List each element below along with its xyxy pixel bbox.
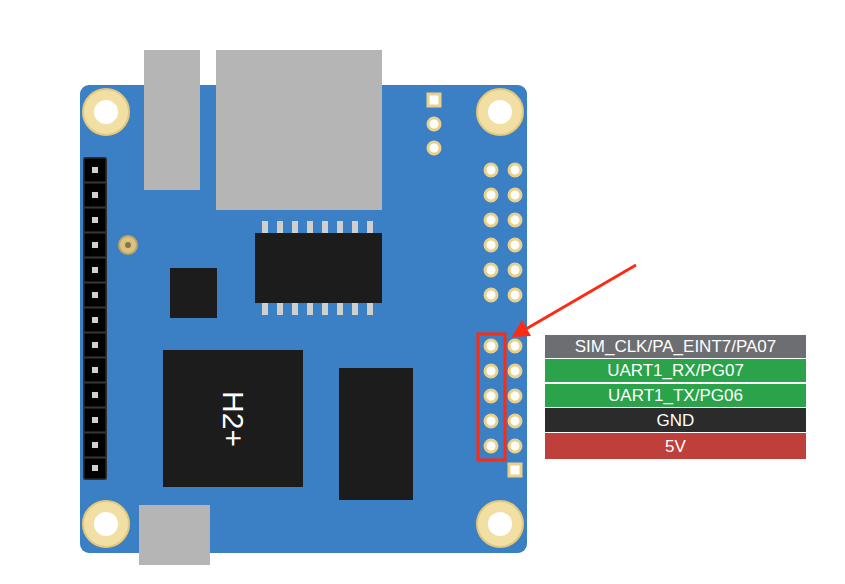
chip-label: H2+: [218, 391, 248, 447]
arrow-head: [512, 320, 531, 337]
pin-name: UART1_RX/PG07: [607, 362, 744, 379]
ram-chip: [339, 368, 413, 500]
ethernet-jack: [216, 50, 382, 210]
usb-port: [139, 505, 210, 565]
highlight-box: [478, 334, 505, 460]
flash-chip: [255, 221, 382, 315]
pin-label: SIM_CLK/PA_EINT7/PA07: [545, 335, 806, 358]
pin-label: UART1_RX/PG07: [545, 359, 806, 382]
pin-header: [83, 157, 107, 480]
pin-label: UART1_TX/PG06: [545, 384, 806, 407]
antenna-connector: [119, 236, 137, 254]
pad: [428, 118, 440, 130]
gpio-header: [485, 164, 521, 476]
mounting-hole: [83, 89, 129, 135]
pin-name: 5V: [665, 438, 686, 455]
pointer-arrow: [526, 265, 636, 329]
pin-label: GND: [545, 408, 806, 432]
square-pad: [428, 94, 440, 106]
small-chip: [170, 268, 217, 318]
pad: [428, 142, 440, 154]
soc-chip: H2+: [163, 350, 303, 487]
mounting-hole: [477, 501, 523, 547]
antenna-connector: [125, 242, 131, 248]
connector-block: [144, 50, 200, 190]
mounting-hole: [477, 89, 523, 135]
mounting-hole: [83, 501, 129, 547]
pin-name: SIM_CLK/PA_EINT7/PA07: [575, 338, 777, 355]
pin-name: UART1_TX/PG06: [608, 387, 743, 404]
pin-label: 5V: [545, 433, 806, 459]
pin-name: GND: [657, 412, 695, 429]
